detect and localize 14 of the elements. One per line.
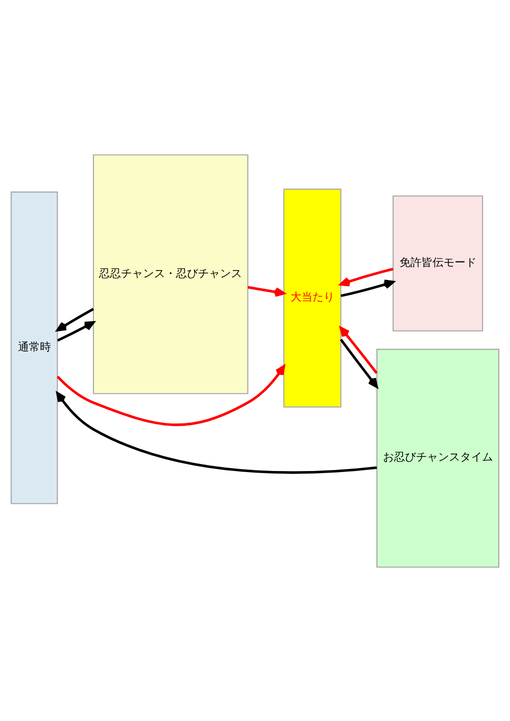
node-box: 通常時: [10, 191, 58, 504]
node-box: 大当たり: [283, 188, 342, 408]
node-box: お忍びチャンスタイム: [376, 348, 500, 568]
arrow: [340, 338, 378, 388]
arrow: [340, 267, 394, 286]
arrow: [340, 279, 394, 297]
arrow: [56, 307, 94, 331]
arrow: [56, 364, 286, 426]
arrow: [340, 326, 378, 374]
arrow: [248, 286, 285, 296]
node-box: 忍忍チャンス・忍びチャンス: [92, 154, 248, 394]
arrow: [57, 320, 95, 342]
arrow: [56, 391, 377, 474]
node-box: 免許皆伝モード: [392, 194, 484, 331]
